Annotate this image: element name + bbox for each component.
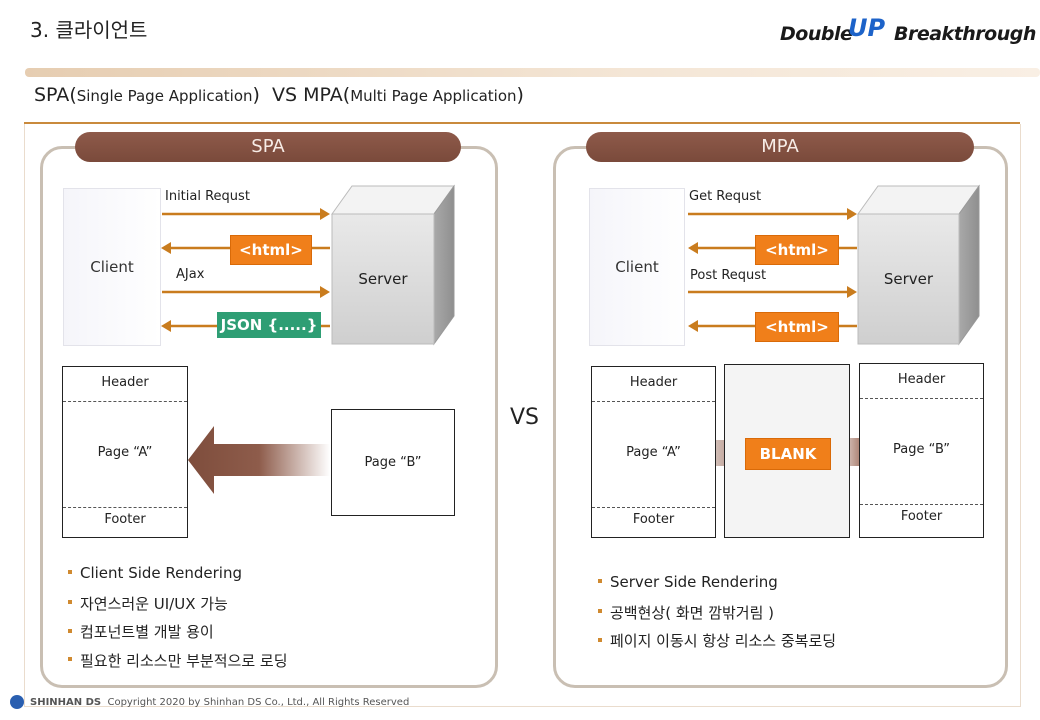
spa-page-a: Header Page “A” Footer	[62, 366, 188, 538]
spa-navigation-arrow	[188, 426, 330, 494]
footer-company: SHINHAN DS	[30, 697, 102, 708]
spa-page-a-footer: Footer	[104, 512, 146, 527]
mpa-post-request-label: Post Requst	[690, 268, 767, 283]
spa-header-pill: SPA	[75, 132, 461, 162]
spa-bullet-item: 필요한 리소스만 부분적으로 로딩	[68, 650, 288, 679]
footer-copyright: SHINHAN DS Copyright 2020 by Shinhan DS …	[30, 697, 409, 708]
spa-client-box: Client	[63, 188, 161, 346]
content-frame	[24, 124, 1021, 707]
header-band	[25, 68, 1040, 77]
mpa-bullet-item: Server Side Rendering	[598, 573, 836, 602]
slide-title: 3. 클라이언트	[30, 18, 148, 42]
subtitle-spa-full: Single Page Application	[76, 87, 253, 105]
mpa-page-b: Header Page “B” Footer	[859, 363, 984, 538]
mpa-client-label: Client	[615, 258, 659, 276]
spa-json-tag: JSON {.....}	[217, 312, 321, 338]
spa-initial-request-label: Initial Requst	[165, 189, 250, 204]
mpa-bullet-item: 페이지 이동시 항상 리소스 중복로딩	[598, 630, 836, 659]
spa-ajax-label: AJax	[176, 267, 205, 282]
spa-html-tag: <html>	[230, 235, 312, 265]
mpa-page-a-header: Header	[629, 375, 678, 390]
mpa-html-tag-1: <html>	[755, 235, 839, 265]
title-rule	[24, 122, 1020, 124]
mpa-page-b-footer: Footer	[900, 509, 943, 524]
mpa-page-a-footer: Footer	[632, 512, 675, 527]
logo-word-double: Double	[780, 23, 853, 45]
page-subtitle: SPA(Single Page Application) VS MPA(Mult…	[34, 84, 524, 106]
mpa-get-request-label: Get Requst	[689, 189, 762, 204]
mpa-page-a: Header Page “A” Footer	[591, 366, 716, 538]
logo-up-mark: UP	[848, 14, 886, 42]
spa-bullet-item: 컴포넌트별 개발 용이	[68, 621, 288, 650]
mpa-blank-tag: BLANK	[745, 438, 831, 470]
subtitle-spa: SPA	[34, 84, 70, 106]
vs-label: VS	[510, 405, 540, 430]
spa-bullet-item: Client Side Rendering	[68, 564, 288, 593]
mpa-page-b-body: Page “B”	[893, 442, 950, 457]
spa-page-b-label: Page “B”	[364, 455, 422, 470]
logo-word-breakthrough: Breakthrough	[894, 23, 1036, 45]
mpa-html-tag-2: <html>	[755, 312, 839, 342]
spa-bullet-item: 자연스러운 UI/UX 가능	[68, 593, 288, 622]
mpa-bullet-list: Server Side Rendering 공백현상( 화면 깜밖거림 ) 페이…	[598, 573, 836, 659]
brand-logo: Double UP Breakthrough	[778, 14, 1036, 54]
mpa-bullet-item: 공백현상( 화면 깜밖거림 )	[598, 602, 836, 631]
spa-server-label: Server	[358, 270, 408, 288]
subtitle-mpa: MPA	[303, 84, 343, 106]
mpa-server-cube	[857, 184, 980, 346]
company-logo-icon	[10, 695, 24, 709]
spa-page-b: Page “B”	[331, 409, 455, 516]
mpa-page-a-body: Page “A”	[626, 445, 681, 460]
mpa-page-b-header: Header	[897, 372, 946, 387]
subtitle-vs: VS	[272, 84, 298, 106]
mpa-client-box: Client	[589, 188, 685, 346]
footer-copyright-text: Copyright 2020 by Shinhan DS Co., Ltd., …	[107, 697, 410, 708]
spa-server-cube	[331, 184, 455, 346]
spa-page-a-body: Page “A”	[97, 445, 153, 460]
spa-bullet-list: Client Side Rendering 자연스러운 UI/UX 가능 컴포넌…	[68, 564, 288, 678]
subtitle-mpa-full: Multi Page Application	[350, 87, 517, 105]
mpa-server-label: Server	[883, 270, 934, 288]
mpa-header-pill: MPA	[586, 132, 974, 162]
spa-client-label: Client	[90, 258, 134, 276]
spa-page-a-header: Header	[101, 375, 149, 390]
